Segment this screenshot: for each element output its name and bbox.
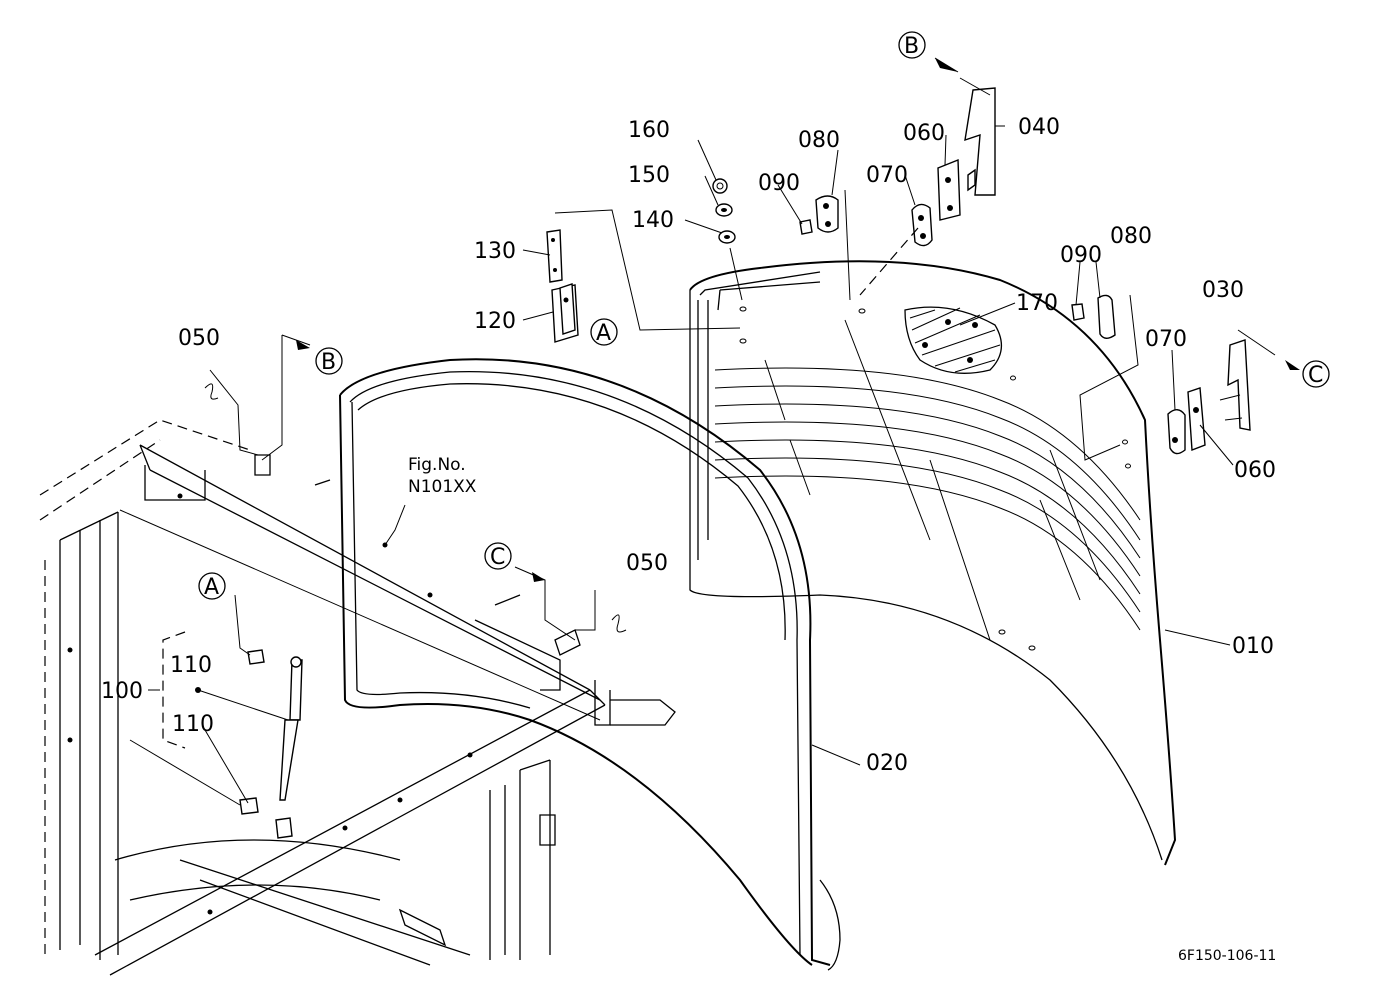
ref-marker-b-top: B (898, 31, 926, 59)
callout-050-center: 050 (626, 551, 668, 576)
ref-marker-a-hinge: A (590, 318, 618, 346)
leader-lines (148, 125, 1234, 766)
callout-040: 040 (1018, 115, 1060, 140)
hinge-120-130 (546, 209, 741, 343)
callout-070-right: 070 (1145, 327, 1187, 352)
fig-label-line1: Fig.No. (408, 455, 466, 475)
fig-label-line2: N101XX (408, 477, 477, 497)
callout-140: 140 (632, 208, 674, 233)
callout-020: 020 (866, 751, 908, 776)
upper-bracket-assembly (799, 77, 996, 301)
window-seal-020 (339, 358, 841, 971)
ref-marker-c-frame: C (484, 542, 512, 570)
callout-170: 170 (1016, 291, 1058, 316)
callout-050-left: 050 (178, 326, 220, 351)
rear-window-glass-010 (689, 260, 1177, 866)
svg-text:A: A (204, 575, 219, 600)
callout-070-upper: 070 (866, 163, 908, 188)
callout-060-upper: 060 (903, 121, 945, 146)
ref-marker-c-right: C (1302, 360, 1330, 388)
callout-labels: 040 060 080 070 090 160 150 140 130 120 … (101, 115, 1276, 964)
ref-marker-b-frame: B (315, 347, 343, 375)
gas-strut-100-110 (129, 594, 303, 839)
frame-holes (67, 493, 473, 915)
callout-030: 030 (1202, 278, 1244, 303)
callout-010: 010 (1232, 634, 1274, 659)
callout-160: 160 (628, 118, 670, 143)
svg-text:B: B (321, 350, 336, 375)
svg-text:B: B (904, 34, 919, 59)
callout-080-upper: 080 (798, 128, 840, 153)
reference-arrows (296, 57, 1300, 582)
callout-100: 100 (101, 679, 143, 704)
callout-150: 150 (628, 163, 670, 188)
drawing-number: 6F150-106-11 (1178, 948, 1276, 964)
callout-060-right: 060 (1234, 458, 1276, 483)
callout-090-upper: 090 (758, 171, 800, 196)
clip-050-symbols (204, 383, 627, 633)
callout-110-upper: 110 (170, 653, 212, 678)
right-bracket-assembly (1071, 294, 1276, 461)
callout-130: 130 (474, 239, 516, 264)
svg-text:A: A (596, 321, 611, 346)
callout-080-right: 080 (1110, 224, 1152, 249)
callout-110-lower: 110 (172, 712, 214, 737)
callout-120: 120 (474, 309, 516, 334)
reference-markers: B A C B C A (198, 31, 1330, 600)
svg-text:C: C (490, 545, 505, 570)
fasteners-140-160 (712, 178, 743, 301)
callout-090-right: 090 (1060, 243, 1102, 268)
cab-frame (39, 419, 676, 976)
ref-marker-a-strut: A (198, 572, 226, 600)
svg-text:C: C (1308, 363, 1323, 388)
